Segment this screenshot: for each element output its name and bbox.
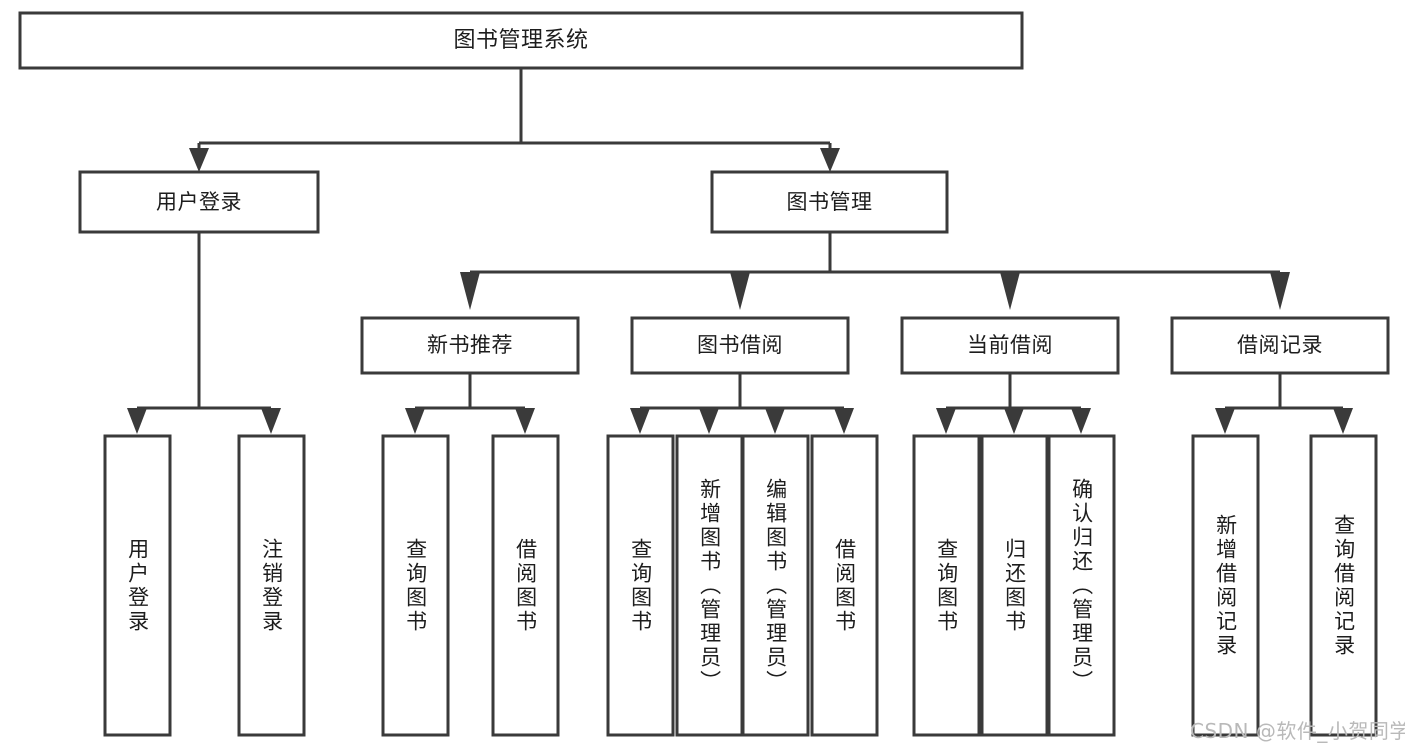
arrow-head-leaf-user-logout	[261, 408, 281, 434]
arrow-head-leaf-return-book	[1004, 408, 1024, 434]
node-box-leaf-borrow-book-1[interactable]	[491, 434, 560, 737]
node-box-new-book-recommend[interactable]	[360, 316, 580, 375]
node-box-leaf-edit-book[interactable]	[741, 434, 810, 737]
arrow-head-new-book-recommend	[460, 272, 480, 310]
node-box-leaf-user-login[interactable]	[103, 434, 172, 737]
node-box-root[interactable]	[18, 11, 1024, 70]
arrow-head-leaf-add-record	[1215, 408, 1235, 434]
arrow-head-borrow-record	[1270, 272, 1290, 310]
node-box-borrow-record[interactable]	[1170, 316, 1390, 375]
arrow-head-leaf-query-book-2	[630, 408, 650, 434]
arrow-head-leaf-borrow-book-2	[834, 408, 854, 434]
node-box-leaf-confirm-return[interactable]	[1047, 434, 1116, 737]
node-box-leaf-user-logout[interactable]	[237, 434, 306, 737]
node-box-leaf-return-book[interactable]	[980, 434, 1049, 737]
node-box-leaf-add-record[interactable]	[1191, 434, 1260, 737]
node-box-leaf-borrow-book-2[interactable]	[810, 434, 879, 737]
node-box-leaf-query-book-1[interactable]	[381, 434, 450, 737]
arrow-head-current-borrow	[1000, 272, 1020, 310]
node-box-leaf-add-book[interactable]	[675, 434, 744, 737]
node-box-book-manage[interactable]	[710, 170, 949, 234]
arrow-head-leaf-borrow-book-1	[515, 408, 535, 434]
node-box-book-borrow[interactable]	[630, 316, 850, 375]
arrow-head-leaf-edit-book	[765, 408, 785, 434]
node-box-leaf-query-record[interactable]	[1309, 434, 1378, 737]
watermark: CSDN @软件_小贺同学	[1190, 719, 1405, 743]
arrow-head-leaf-add-book	[699, 408, 719, 434]
arrow-head-book-borrow	[730, 272, 750, 310]
arrow-head-user-login	[189, 148, 209, 172]
node-box-leaf-query-book-2[interactable]	[606, 434, 675, 737]
node-box-leaf-query-book-3[interactable]	[912, 434, 981, 737]
arrow-head-leaf-user-login	[127, 408, 147, 434]
arrow-head-book-manage	[820, 148, 840, 172]
node-box-user-login[interactable]	[78, 170, 320, 234]
arrow-head-leaf-query-book-3	[936, 408, 956, 434]
arrow-head-leaf-query-record	[1333, 408, 1353, 434]
node-box-current-borrow[interactable]	[900, 316, 1120, 375]
arrow-head-leaf-confirm-return	[1071, 408, 1091, 434]
arrow-head-leaf-query-book-1	[405, 408, 425, 434]
